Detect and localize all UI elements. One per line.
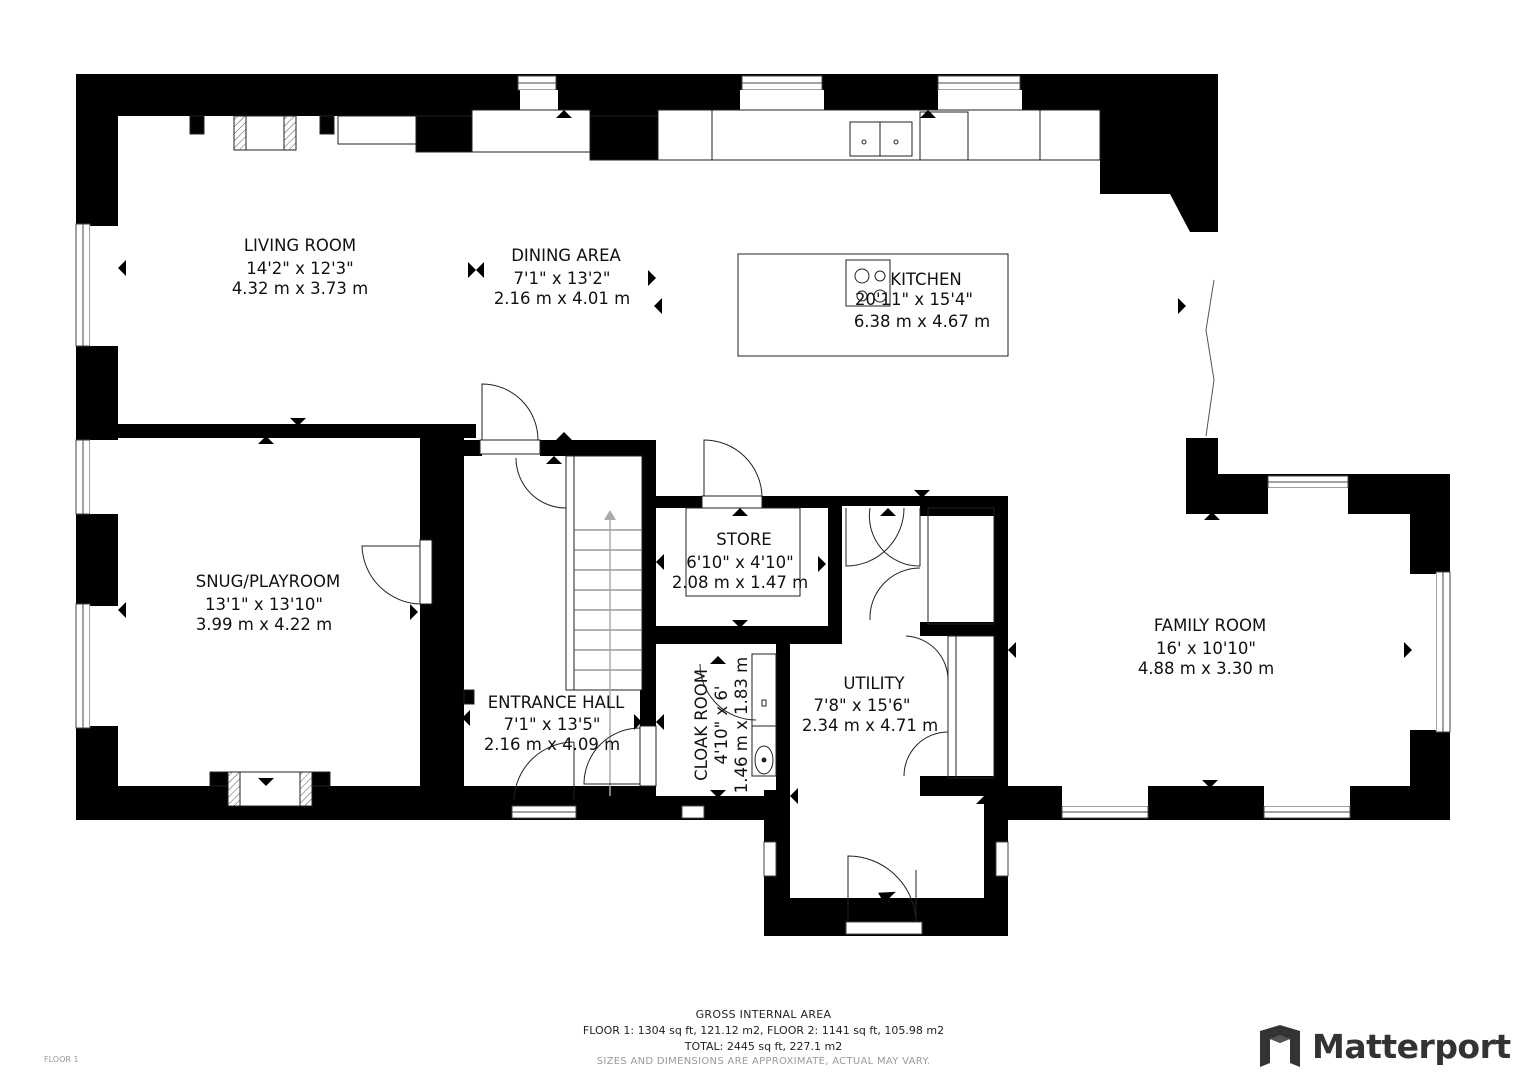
room-name: CLOAK ROOM [692,669,711,781]
room-size-imperial: 7'8" x 15'6" [814,696,911,715]
room-size-metric: 3.99 m x 4.22 m [196,615,332,634]
room-label-utility: UTILITY 7'8" x 15'6" 2.34 m x 4.71 m [802,674,938,735]
room-name: ENTRANCE HALL [488,693,625,712]
doors [361,279,1215,923]
room-size-imperial: 20'11" x 15'4" [855,290,973,309]
room-name: SNUG/PLAYROOM [196,572,341,591]
brand-logo: Matterport [1260,1024,1511,1068]
room-label-dining: DINING AREA 7'1" x 13'2" 2.16 m x 4.01 m [494,246,630,308]
room-size-imperial: 6'10" x 4'10" [686,553,794,572]
room-name: STORE [716,530,771,549]
room-size-imperial: 16' x 10'10" [1156,639,1256,658]
room-name: LIVING ROOM [244,236,356,255]
floor-plan: LIVING ROOM 14'2" x 12'3" 4.32 m x 3.73 … [75,74,1451,936]
room-label-kitchen: KITCHEN 20'11" x 15'4" 6.38 m x 4.67 m [854,270,990,331]
floor-areas: FLOOR 1: 1304 sq ft, 121.12 m2, FLOOR 2:… [582,1024,945,1037]
walls [76,74,1450,936]
brand-name: Matterport [1312,1026,1511,1066]
room-label-snug: SNUG/PLAYROOM 13'1" x 13'10" 3.99 m x 4.… [196,572,341,634]
room-label-family: FAMILY ROOM 16' x 10'10" 4.88 m x 3.30 m [1138,616,1274,678]
room-name: FAMILY ROOM [1154,616,1266,635]
room-size-metric: 4.32 m x 3.73 m [232,279,368,298]
room-label-living: LIVING ROOM 14'2" x 12'3" 4.32 m x 3.73 … [232,236,368,298]
fixtures [189,109,1101,807]
room-size-metric: 2.08 m x 1.47 m [672,573,808,592]
room-size-imperial: 14'2" x 12'3" [246,259,354,278]
room-size-imperial: 7'1" x 13'5" [504,715,601,734]
room-name: UTILITY [843,674,905,693]
gross-area-heading: GROSS INTERNAL AREA [695,1008,832,1021]
room-size-metric: 1.46 m x 1.83 m [732,657,751,793]
floor-tag: FLOOR 1 [44,1055,79,1064]
room-size-imperial: 13'1" x 13'10" [205,595,323,614]
room-size-metric: 2.16 m x 4.01 m [494,289,630,308]
room-size-imperial: 4'10" x 6' [712,686,731,765]
room-label-hall: ENTRANCE HALL 7'1" x 13'5" 2.16 m x 4.09… [484,693,625,754]
room-name: KITCHEN [890,270,962,289]
room-label-cloak: CLOAK ROOM 4'10" x 6' 1.46 m x 1.83 m [692,657,751,793]
disclaimer: SIZES AND DIMENSIONS ARE APPROXIMATE, AC… [596,1056,931,1067]
total-area: TOTAL: 2445 sq ft, 227.1 m2 [684,1040,843,1053]
room-size-imperial: 7'1" x 13'2" [514,269,611,288]
view-markers [118,110,1412,904]
room-name: DINING AREA [511,246,621,265]
room-size-metric: 2.34 m x 4.71 m [802,716,938,735]
room-label-store: STORE 6'10" x 4'10" 2.08 m x 1.47 m [672,530,808,592]
room-size-metric: 6.38 m x 4.67 m [854,312,990,331]
room-size-metric: 2.16 m x 4.09 m [484,735,620,754]
room-size-metric: 4.88 m x 3.30 m [1138,659,1274,678]
matterport-logo-icon [1260,1025,1300,1067]
